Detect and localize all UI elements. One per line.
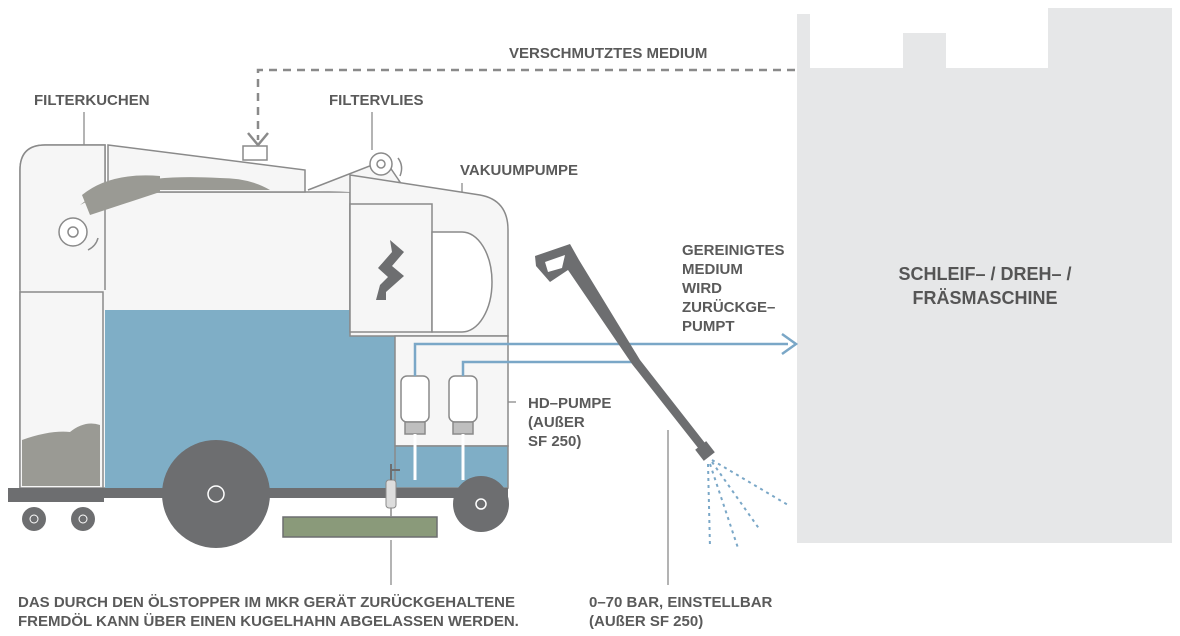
label-filtervlies: FILTERVLIES xyxy=(329,92,424,109)
label-line: WIRD xyxy=(682,280,722,297)
label-line: FRÄSMASCHINE xyxy=(912,288,1058,308)
pump-feed-lines xyxy=(413,434,465,480)
filter-unit xyxy=(19,144,509,489)
label-line: FREMDÖL KANN ÜBER EINEN KUGELHAHN ABGELA… xyxy=(18,613,519,630)
label-line: SF 250) xyxy=(528,433,582,450)
label-verschmutztes-medium: VERSCHMUTZTES MEDIUM xyxy=(509,45,708,62)
clean-return-line xyxy=(413,342,788,376)
label-hd-pumpe: HD–PUMPE (AUßER SF 250) xyxy=(528,394,611,451)
label-line: SCHLEIF– / DREH– / xyxy=(898,264,1072,284)
label-machine-tool: SCHLEIF– / DREH– / FRÄSMASCHINE xyxy=(795,262,1175,310)
spray-jets xyxy=(707,459,789,549)
rotation-arrow-icon xyxy=(397,157,403,177)
label-line: 0–70 BAR, EINSTELLBAR xyxy=(589,594,773,611)
label-line: (AUßER SF 250) xyxy=(589,613,704,630)
label-line: HD–PUMPE xyxy=(528,395,612,412)
label-line: (AUßER xyxy=(528,414,585,431)
label-gereinigtes-medium: GEREINIGTES MEDIUM WIRD ZURÜCKGE– PUMPT xyxy=(682,241,785,336)
label-line: DAS DURCH DEN ÖLSTOPPER IM MKR GERÄT ZUR… xyxy=(18,594,515,611)
machine-tool-block xyxy=(797,8,1172,543)
machine-tool-details xyxy=(810,28,1048,68)
label-line: PUMPT xyxy=(682,318,735,335)
label-line: ZURÜCKGE– xyxy=(682,299,776,316)
label-vakuumpumpe: VAKUUMPUMPE xyxy=(460,162,579,179)
hd-pumps xyxy=(400,375,478,435)
wheels xyxy=(22,440,509,548)
label-filterkuchen: FILTERKUCHEN xyxy=(34,92,150,109)
right-arrow-icon xyxy=(781,332,799,356)
spray-gun xyxy=(535,244,715,461)
rotation-arrow-icon xyxy=(87,237,99,251)
down-arrow-icon xyxy=(247,132,269,147)
footer-note-oil: DAS DURCH DEN ÖLSTOPPER IM MKR GERÄT ZUR… xyxy=(18,593,519,631)
contaminated-flow-line xyxy=(256,68,795,140)
label-line: GEREINIGTES xyxy=(682,242,785,259)
footer-note-pressure: 0–70 BAR, EINSTELLBAR (AUßER SF 250) xyxy=(589,593,772,631)
label-line: MEDIUM xyxy=(682,261,743,278)
lightning-icon xyxy=(376,240,404,300)
chassis xyxy=(8,464,508,538)
